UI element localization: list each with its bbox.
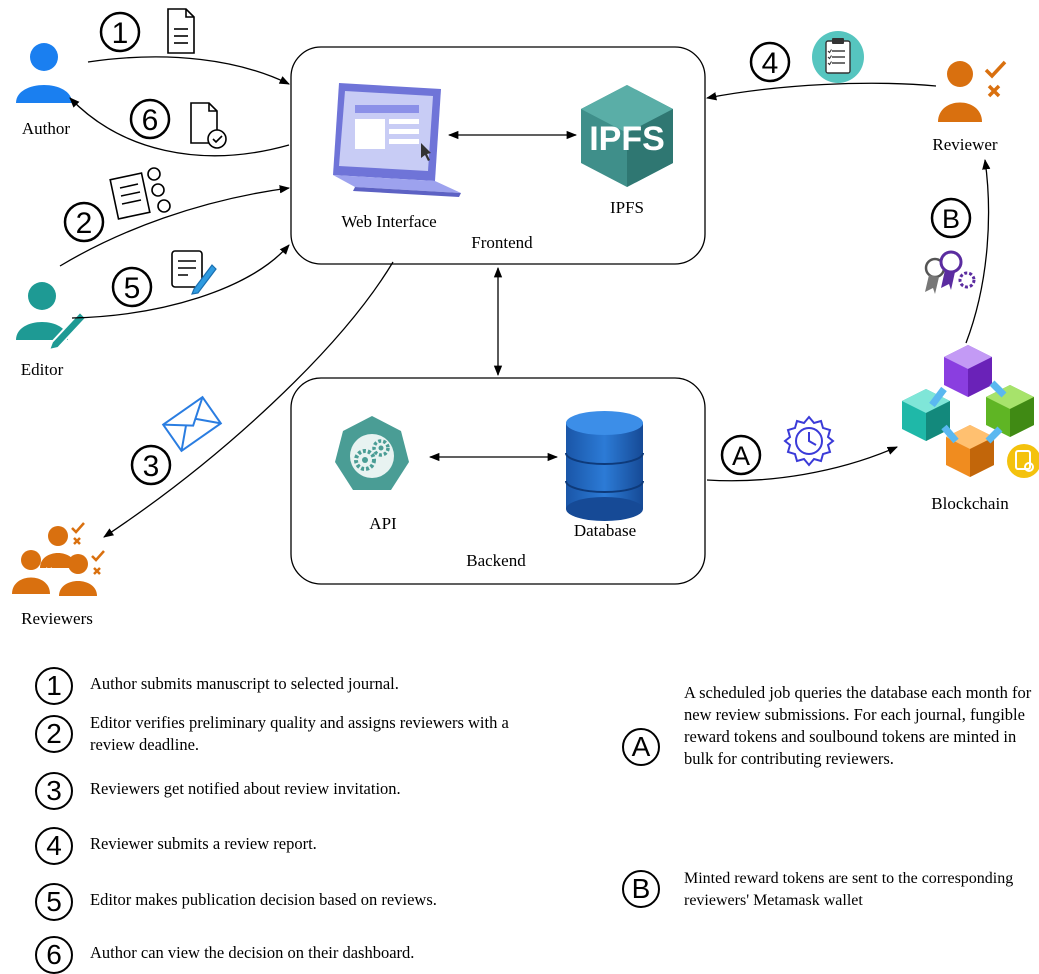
author-label: Author (22, 119, 71, 138)
legend-text: Reviewers get notified about review invi… (90, 779, 401, 798)
legend-text: Editor verifies preliminary quality and … (90, 713, 509, 754)
legend-step-6: 6 Author can view the decision on their … (35, 936, 414, 974)
legend-marker: 2 (35, 715, 73, 753)
legend-step-5: 5 Editor makes publication decision base… (35, 883, 437, 921)
document-check-icon (190, 102, 227, 149)
ipfs-logo-text: IPFS (589, 120, 665, 158)
legend-marker: 6 (35, 936, 73, 974)
arrow-step-a (706, 446, 898, 482)
cubes-chain-icon (902, 345, 1039, 478)
arrow-step-b (965, 158, 991, 344)
person-pen-icon (16, 282, 88, 352)
legend-step-4: 4 Reviewer submits a review report. (35, 827, 317, 865)
svg-text:2: 2 (76, 207, 93, 240)
svg-text:5: 5 (124, 272, 141, 305)
editor-label: Editor (21, 360, 64, 379)
ipfs-hexagon-icon: IPFS (581, 85, 673, 187)
ipfs-label: IPFS (610, 198, 644, 217)
legend-step-3: 3 Reviewers get notified about review in… (35, 772, 401, 810)
person-check-icon (938, 60, 1007, 122)
api-label: API (369, 514, 397, 533)
legend-marker: 5 (35, 883, 73, 921)
report-clipboard-icon (812, 31, 864, 83)
backend-label: Backend (466, 551, 526, 570)
reviewers-label: Reviewers (21, 609, 93, 628)
reviewer-label: Reviewer (932, 135, 997, 154)
edit-document-icon (171, 250, 217, 295)
arrow-step-3 (103, 261, 394, 538)
legend-step-1: 1 Author submits manuscript to selected … (35, 667, 399, 705)
arrow-step-4 (705, 82, 937, 101)
svg-text:1: 1 (112, 17, 129, 50)
legend-note-b: B (622, 870, 660, 908)
gear-clock-icon (783, 415, 835, 467)
svg-text:4: 4 (762, 47, 779, 80)
legend-marker: 4 (35, 827, 73, 865)
legend-marker: B (622, 870, 660, 908)
marker-2: 2 (63, 201, 105, 243)
marker-3: 3 (130, 444, 172, 486)
database-cylinder-icon (565, 411, 644, 521)
legend-text: Author submits manuscript to selected jo… (90, 674, 399, 693)
arrow-step-1 (87, 56, 290, 85)
marker-1: 1 (99, 11, 141, 53)
gear-hexagon-icon (335, 416, 409, 490)
svg-text:A: A (732, 441, 750, 471)
award-badge-icon (924, 250, 976, 294)
web-interface-label: Web Interface (341, 212, 436, 231)
arrow-step-5 (71, 244, 290, 319)
laptop-icon (333, 83, 461, 197)
legend-marker: 3 (35, 772, 73, 810)
legend-note-b-text: Minted reward tokens are sent to the cor… (684, 870, 1014, 909)
svg-text:B: B (942, 204, 960, 234)
legend-text: Reviewer submits a review report. (90, 834, 317, 853)
legend-marker: A (622, 728, 660, 766)
marker-5: 5 (111, 266, 153, 308)
person-icon (16, 43, 72, 103)
legend-text: Author can view the decision on their da… (90, 943, 415, 962)
blockchain-label: Blockchain (931, 494, 1009, 513)
marker-6: 6 (129, 98, 171, 140)
legend-marker: 1 (35, 667, 73, 705)
frontend-label: Frontend (471, 233, 533, 252)
arrow-step-2 (59, 185, 291, 267)
legend-note-a: A (622, 728, 660, 766)
marker-a: A (720, 434, 762, 476)
group-check-icon (12, 522, 105, 596)
arrow-step-6 (69, 97, 290, 157)
document-icon (167, 8, 195, 54)
legend-text: Editor makes publication decision based … (90, 890, 437, 909)
legend-step-2: 2 Editor verifies preliminary quality an… (35, 712, 550, 756)
envelope-icon (161, 395, 223, 453)
svg-text:3: 3 (143, 450, 160, 483)
reviewer-assignment-icon (109, 167, 171, 220)
marker-4: 4 (749, 41, 791, 83)
marker-b: B (930, 197, 972, 239)
legend-note-a-text: A scheduled job queries the database eac… (684, 683, 1032, 768)
svg-text:6: 6 (142, 104, 159, 137)
database-label: Database (574, 521, 636, 540)
